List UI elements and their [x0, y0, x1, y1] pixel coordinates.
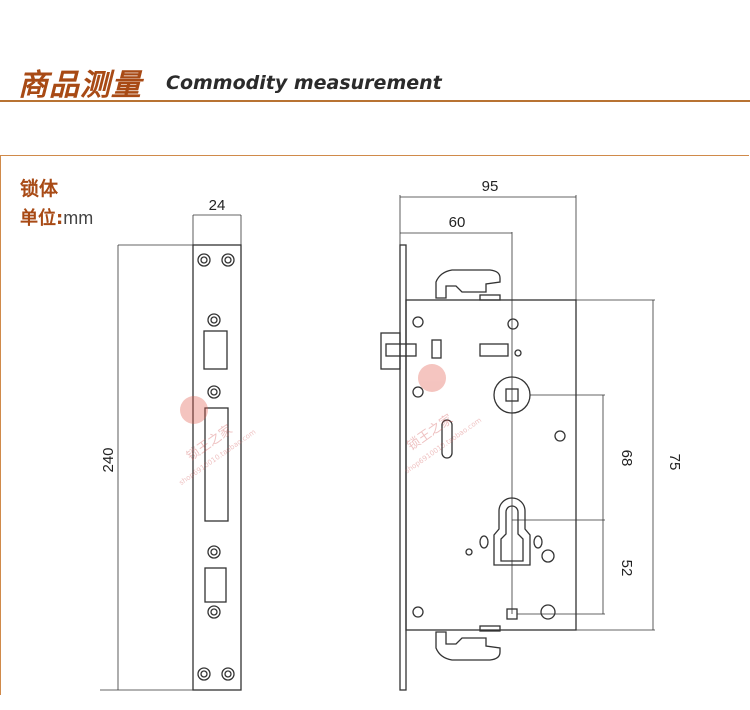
backset-label: 60 [449, 214, 466, 231]
header-title-en: Commodity measurement [166, 72, 442, 94]
unit-label: 单位: [20, 208, 64, 229]
faceplate-hole [207, 385, 221, 399]
pin-hole [465, 548, 473, 556]
screw-hole [514, 349, 522, 357]
faceplate-hole [207, 545, 221, 559]
watermark-left: 锁王之家 shop6910010.taobao.com [178, 396, 257, 487]
faceplate-width-label: 24 [209, 197, 226, 214]
pin-hole [541, 549, 555, 563]
measurement-panel [0, 155, 749, 695]
top-hook [435, 269, 501, 299]
screw-hole [412, 606, 424, 618]
screw-hole [412, 386, 424, 398]
bottom-hook [435, 631, 501, 661]
body-height-label: 75 [666, 454, 683, 471]
faceplate-hole [207, 313, 221, 327]
faceplate-dimension-lines [100, 214, 242, 691]
body-width-label: 95 [482, 178, 499, 195]
watermark-right: 锁王之家 shop6910010.taobao.com [403, 364, 483, 475]
indicator-square [431, 339, 442, 359]
pin-hole [479, 535, 489, 549]
deadlatch-slot [204, 567, 227, 603]
pin-hole [533, 535, 543, 549]
faceplate-drawing [192, 244, 242, 691]
lower-hole [540, 604, 556, 620]
part-name: 锁体 [20, 178, 59, 200]
unit-value: mm [63, 208, 94, 228]
vertical-slot [441, 419, 453, 459]
screw-hole [507, 318, 519, 330]
handle-to-cylinder-label: 68 [618, 450, 635, 467]
header-title-cn: 商品测量 [18, 68, 142, 103]
lock-body-drawing [380, 244, 577, 691]
watermark-text: 锁王之家 [404, 411, 456, 454]
faceplate-hole [221, 253, 235, 267]
screw-hole [554, 430, 566, 442]
latch-slot [203, 330, 228, 370]
faceplate-hole [197, 253, 211, 267]
body-dimension-lines [399, 195, 655, 631]
header-divider [0, 100, 750, 102]
bolt-slot [204, 407, 229, 522]
faceplate-height-label: 240 [100, 447, 117, 472]
cylinder-to-lower-label: 52 [618, 560, 635, 577]
faceplate-outline [192, 244, 242, 691]
screw-hole [412, 316, 424, 328]
unit-line: 单位:mm [20, 204, 93, 230]
mechanism-slot [479, 343, 509, 357]
latch-tongue [380, 332, 401, 370]
faceplate-hole [197, 667, 211, 681]
faceplate-hole [221, 667, 235, 681]
faceplate-hole [207, 605, 221, 619]
